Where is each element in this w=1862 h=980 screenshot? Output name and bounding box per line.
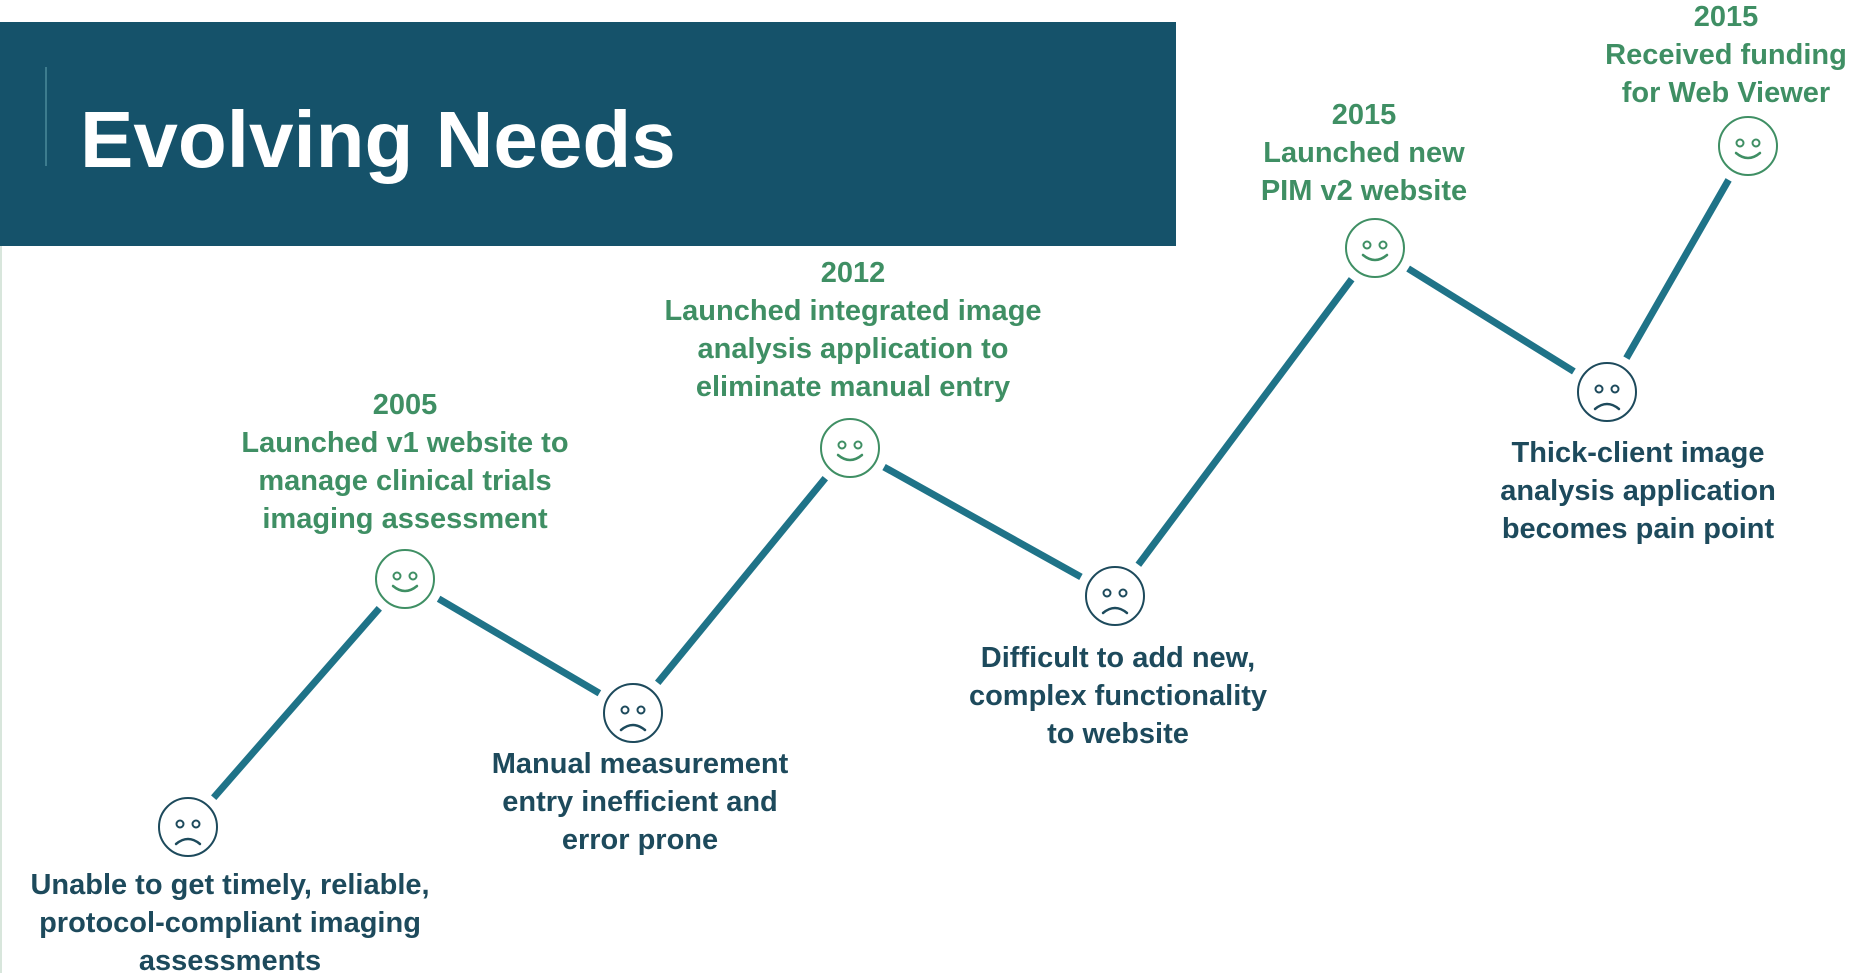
timeline-connector [655, 475, 828, 686]
milestone-year: 2015 [1693, 1, 1759, 33]
milestone-year: 2005 [372, 389, 438, 421]
milestone-text: Unable to get timely, reliable, protocol… [30, 869, 430, 977]
sad-face-icon [1577, 362, 1637, 422]
milestone-label-7: Thick-client image analysis application … [1500, 434, 1776, 548]
milestone-text: Received funding for Web Viewer [1605, 39, 1847, 109]
sad-face-icon [1085, 566, 1145, 626]
timeline-faces [158, 116, 1778, 857]
milestone-year: 2012 [820, 257, 886, 289]
happy-face-icon [1345, 218, 1405, 278]
timeline-connector [882, 463, 1083, 581]
timeline-connector [211, 606, 382, 800]
milestone-text: Thick-client image analysis application … [1500, 437, 1776, 545]
timeline-connector [436, 595, 602, 697]
left-edge-rule [0, 246, 2, 973]
banner-accent-rule [45, 67, 47, 166]
timeline-connector [1623, 178, 1732, 360]
milestone-label-2: 2005 Launched v1 website to manage clini… [241, 386, 568, 538]
milestone-text: Manual measurement entry inefficient and… [491, 748, 789, 856]
milestone-text: Launched new PIM v2 website [1260, 137, 1468, 207]
title-banner [0, 22, 1176, 246]
milestone-label-1: Unable to get timely, reliable, protocol… [30, 866, 429, 980]
timeline-connector [1135, 277, 1355, 567]
milestone-year: 2015 [1331, 99, 1397, 131]
happy-face-icon [375, 549, 435, 609]
milestone-text: Launched v1 website to manage clinical t… [241, 427, 569, 535]
milestone-label-8: 2015 Received funding for Web Viewer [1605, 0, 1847, 112]
happy-face-icon [820, 418, 880, 478]
timeline-connector [1406, 265, 1576, 375]
milestone-text: Difficult to add new, complex functional… [968, 642, 1268, 750]
happy-face-icon [1718, 116, 1778, 176]
milestone-label-3: Manual measurement entry inefficient and… [492, 745, 789, 859]
page-title: Evolving Needs [80, 95, 676, 184]
milestone-label-5: Difficult to add new, complex functional… [969, 639, 1267, 753]
sad-face-icon [158, 797, 218, 857]
milestone-label-6: 2015 Launched new PIM v2 website [1261, 96, 1467, 210]
milestone-label-4: 2012 Launched integrated image analysis … [664, 254, 1041, 406]
sad-face-icon [603, 683, 663, 743]
timeline-connectors [211, 178, 1732, 800]
milestone-text: Launched integrated image analysis appli… [664, 295, 1042, 403]
